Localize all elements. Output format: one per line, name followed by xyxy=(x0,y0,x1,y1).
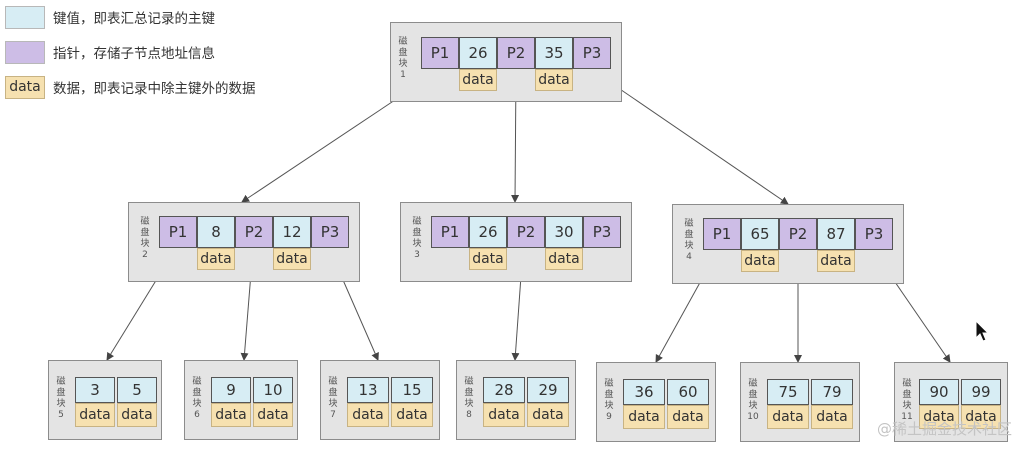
key-cell: 15 xyxy=(391,377,433,403)
pointer-cell: P2 xyxy=(507,216,545,248)
pointer-cell: P1 xyxy=(421,37,459,69)
data-cell: data xyxy=(961,405,1001,429)
key-cell: 28 xyxy=(483,377,525,403)
key-cell: 36 xyxy=(623,379,665,405)
data-cell: data xyxy=(75,403,115,427)
legend-data-swatch: data xyxy=(5,75,45,99)
pointer-cell: P2 xyxy=(497,37,535,69)
key-cell: 99 xyxy=(961,379,1001,405)
key-cell: 35 xyxy=(535,37,573,69)
key-cell: 10 xyxy=(253,377,293,403)
data-cell: data xyxy=(197,248,235,270)
key-cell: 26 xyxy=(459,37,497,69)
data-cell: data xyxy=(391,403,433,427)
data-cell: data xyxy=(273,248,311,270)
key-cell: 13 xyxy=(347,377,389,403)
legend-data: data 数据，即表记录中除主键外的数据 xyxy=(5,75,256,99)
legend-key-text: 键值，即表汇总记录的主键 xyxy=(53,11,215,27)
pointer-cell: P3 xyxy=(311,216,349,248)
key-cell: 5 xyxy=(117,377,157,403)
key-cell: 79 xyxy=(811,379,853,405)
key-cell: 8 xyxy=(197,216,235,248)
legend-key: 键值，即表汇总记录的主键 xyxy=(5,5,215,29)
pointer-cell: P1 xyxy=(431,216,469,248)
key-cell: 65 xyxy=(741,218,779,250)
legend-pointer-swatch xyxy=(5,40,45,64)
data-cell: data xyxy=(741,250,779,272)
pointer-cell: P2 xyxy=(779,218,817,250)
data-cell: data xyxy=(535,69,573,91)
mouse-cursor-icon xyxy=(975,320,990,342)
watermark: @稀土掘金技术社区 xyxy=(876,420,1012,438)
pointer-cell: P3 xyxy=(573,37,611,69)
edge-root-p3 xyxy=(591,69,789,205)
legend-pointer: 指针，存储子节点地址信息 xyxy=(5,40,215,64)
pointer-cell: P3 xyxy=(855,218,893,250)
data-cell: data xyxy=(817,250,855,272)
pointer-cell: P2 xyxy=(235,216,273,248)
key-cell: 75 xyxy=(767,379,809,405)
data-cell: data xyxy=(459,69,497,91)
data-cell: data xyxy=(117,403,157,427)
pointer-cell: P1 xyxy=(703,218,741,250)
key-cell: 9 xyxy=(211,377,251,403)
key-cell: 26 xyxy=(469,216,507,248)
key-cell: 87 xyxy=(817,218,855,250)
key-cell: 90 xyxy=(919,379,959,405)
key-cell: 30 xyxy=(545,216,583,248)
key-cell: 29 xyxy=(527,377,569,403)
key-cell: 12 xyxy=(273,216,311,248)
data-cell: data xyxy=(253,403,293,427)
key-cell: 3 xyxy=(75,377,115,403)
data-cell: data xyxy=(483,403,525,427)
data-cell: data xyxy=(767,405,809,429)
data-cell: data xyxy=(527,403,569,427)
data-cell: data xyxy=(919,405,959,429)
data-cell: data xyxy=(347,403,389,427)
pointer-cell: P3 xyxy=(583,216,621,248)
key-cell: 60 xyxy=(667,379,709,405)
legend-data-text: 数据，即表记录中除主键外的数据 xyxy=(53,81,256,97)
data-cell: data xyxy=(667,405,709,429)
pointer-cell: P1 xyxy=(159,216,197,248)
data-cell: data xyxy=(811,405,853,429)
legend-pointer-text: 指针，存储子节点地址信息 xyxy=(53,46,215,62)
data-cell: data xyxy=(545,248,583,270)
data-cell: data xyxy=(469,248,507,270)
data-cell: data xyxy=(211,403,251,427)
data-cell: data xyxy=(623,405,665,429)
legend-key-swatch xyxy=(5,5,45,29)
